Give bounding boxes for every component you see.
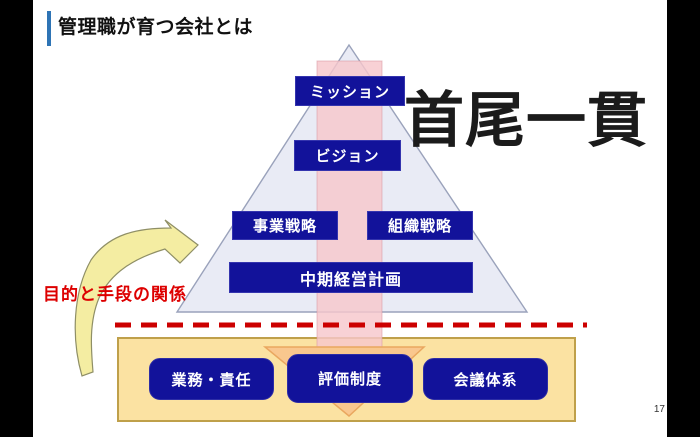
letterbox-left — [0, 0, 33, 437]
pyramid-box-org-strategy: 組織戦略 — [367, 211, 473, 240]
pyramid-box-business-strategy-label: 事業戦略 — [252, 218, 317, 235]
foundation-box-meetings-label: 会議体系 — [453, 371, 518, 389]
pyramid-box-mission-label: ミッション — [309, 83, 390, 101]
title-accent-bar — [47, 11, 51, 46]
letterbox-right — [667, 0, 700, 437]
pyramid-box-business-strategy: 事業戦略 — [232, 211, 338, 240]
foundation-box-duties-label: 業務・責任 — [171, 371, 252, 389]
slide: 管理職が育つ会社とは 首尾一貫 ミッション ビジョン 事業戦略 組織戦略 中期経… — [33, 0, 667, 437]
pyramid-box-midterm-plan-label: 中期経営計画 — [299, 271, 402, 289]
page-number: 17 — [653, 404, 665, 415]
flow-band — [316, 60, 383, 348]
headline-text: 首尾一貫 — [404, 87, 648, 154]
pyramid-box-midterm-plan: 中期経営計画 — [229, 262, 473, 293]
pyramid-box-vision-label: ビジョン — [315, 148, 380, 165]
foundation-box-evaluation: 評価制度 — [287, 354, 413, 403]
foundation-box-meetings: 会議体系 — [423, 358, 548, 400]
foundation-box-evaluation-label: 評価制度 — [317, 371, 382, 388]
pyramid-box-vision: ビジョン — [294, 140, 401, 171]
foundation-box-duties: 業務・責任 — [149, 358, 274, 400]
curved-arrow — [74, 219, 199, 377]
slide-title: 管理職が育つ会社とは — [58, 17, 254, 38]
relation-label: 目的と手段の関係 — [43, 285, 187, 304]
pyramid-box-mission: ミッション — [295, 76, 405, 106]
pyramid-box-org-strategy-label: 組織戦略 — [387, 218, 452, 235]
